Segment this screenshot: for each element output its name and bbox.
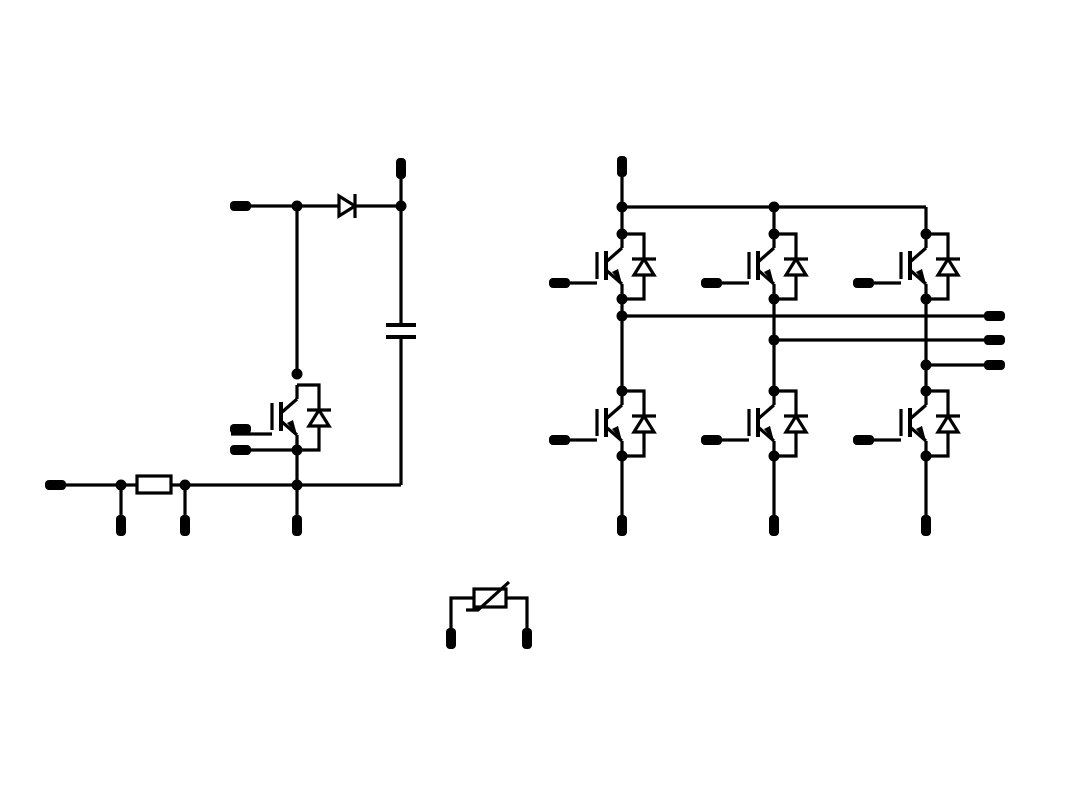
junction-dots (115, 200, 407, 491)
chopper-igbt (229, 383, 333, 452)
ntc-thermistor (446, 580, 532, 649)
igbt-v-high (706, 232, 810, 301)
wires (55, 170, 403, 525)
input-resistor (135, 474, 173, 495)
igbt-w-low (858, 389, 962, 458)
chopper-terminals[interactable] (45, 158, 406, 536)
inverter-terminals[interactable] (549, 156, 1005, 536)
dc-link-capacitor (386, 323, 416, 339)
igbt-u-low (554, 389, 658, 458)
igbt-v-low (706, 389, 810, 458)
junction-dots (616, 201, 932, 462)
three-phase-inverter (549, 156, 1005, 536)
freewheel-diode (337, 193, 359, 219)
igbt-u-high (554, 232, 658, 301)
thermistor-terminals[interactable] (446, 628, 532, 649)
bus-wires (620, 168, 995, 525)
brake-chopper (45, 158, 416, 536)
igbt-w-high (858, 232, 962, 301)
